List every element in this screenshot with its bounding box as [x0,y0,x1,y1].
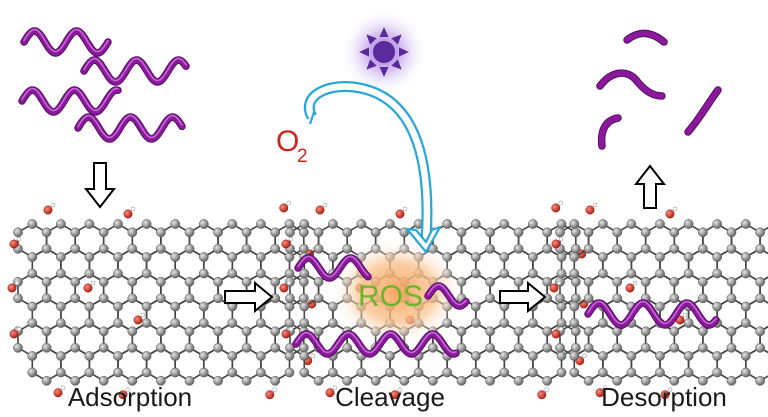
adsorbed-dna-strand [294,254,372,282]
dna-fragment-highlight [685,87,721,135]
light-source [340,8,428,96]
graphene-oxide-sheet-adsorption [7,200,320,400]
sun-icon [359,27,409,77]
sun-ray [366,59,377,70]
sun-ray [379,27,389,37]
carbon-atoms [555,219,765,386]
process-arrow-icon-up [633,164,667,209]
oxygen-arrow [304,81,442,254]
dna-strand-icon [80,56,190,86]
adsorbed-dna-strands [292,254,720,358]
adsorbed-dna-strand [292,330,460,358]
graphene-oxide-sheet-desorption [549,202,768,400]
dna-fragment-highlight [598,115,621,149]
sun-ray [379,67,389,77]
carbon-atoms [13,219,309,386]
oxygen-label: O [276,125,299,158]
oxygen-groups [549,202,688,400]
adsorbed-dna-strand [584,299,720,329]
oxygen-groups [279,200,592,400]
process-arrow-icon-right-1 [224,280,274,314]
stage-label-desorption: Desorption [601,382,727,412]
process-arrow-icon-right-2 [499,280,547,314]
dna-strand-icon [20,27,112,57]
sun-ray [366,34,377,45]
process-arrow-icon-down [83,162,117,209]
dna-fragment-highlight [597,70,665,99]
sun-core [373,41,395,63]
stage-label-cleavage: Cleavage [335,382,445,412]
sun-ray [399,47,409,57]
cleaved-dna-fragments [596,29,722,150]
sun-ray [359,47,369,57]
oxygen-subscript: 2 [297,146,308,167]
dna-strand-icon [74,113,186,143]
adsorbed-dna-strand [424,282,470,310]
ros-label: ROS [358,280,423,313]
sun-ray [391,59,402,70]
sun-ray [391,34,402,45]
free-dna-strands [18,27,190,143]
stage-label-adsorption: Adsorption [67,382,193,412]
dna-fragment-highlight [624,30,667,45]
dna-strand-icon [18,86,122,116]
